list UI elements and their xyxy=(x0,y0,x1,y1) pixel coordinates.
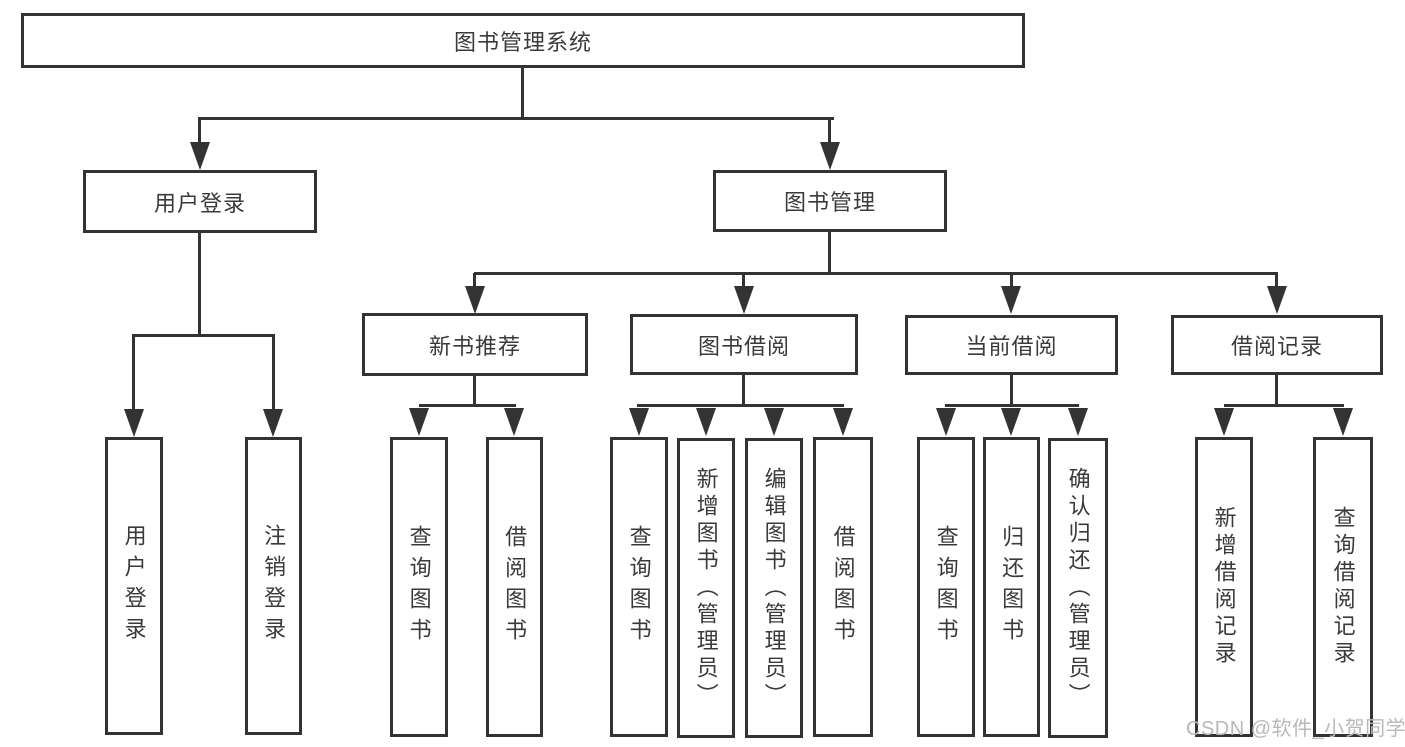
leaf-logout-label: 注销登录 xyxy=(261,524,287,648)
node-current-borrow: 当前借阅 xyxy=(905,315,1118,375)
leaf-borrow-books-recommend: 借阅图书 xyxy=(486,437,543,737)
connector-line xyxy=(474,272,1278,275)
connector-line xyxy=(1275,375,1278,406)
connector-line xyxy=(828,232,831,274)
connector-line xyxy=(945,404,1079,407)
connector-line xyxy=(1010,375,1013,406)
connector-arrow-icon xyxy=(820,142,840,170)
connector-line xyxy=(132,335,135,410)
connector-line xyxy=(828,118,831,143)
connector-line xyxy=(198,233,201,336)
node-new-book-recommend-label: 新书推荐 xyxy=(428,333,521,359)
connector-arrow-icon xyxy=(190,142,210,170)
node-library-system: 图书管理系统 xyxy=(21,13,1025,68)
node-book-management-label: 图书管理 xyxy=(783,190,876,215)
connector-arrow-icon xyxy=(409,408,429,436)
leaf-return-book: 归还图书 xyxy=(983,437,1040,737)
connector-arrow-icon xyxy=(504,408,524,436)
connector-arrow-icon xyxy=(936,408,956,436)
node-borrow-records-label: 借阅记录 xyxy=(1230,334,1323,359)
connector-line xyxy=(198,117,834,120)
connector-line xyxy=(198,118,201,143)
node-current-borrow-label: 当前借阅 xyxy=(965,334,1058,359)
connector-line xyxy=(742,375,745,406)
node-user-login-label: 用户登录 xyxy=(153,190,246,216)
node-library-system-label: 图书管理系统 xyxy=(453,29,592,55)
leaf-borrow-books-borrow-label: 借阅图书 xyxy=(830,525,856,649)
connector-line xyxy=(473,376,476,406)
leaf-add-borrow-record: 新增借阅记录 xyxy=(1195,437,1253,737)
connector-arrow-icon xyxy=(833,408,853,436)
leaf-query-books-recommend-label: 查询图书 xyxy=(406,525,432,649)
node-new-book-recommend: 新书推荐 xyxy=(362,313,588,376)
connector-line xyxy=(521,68,524,118)
connector-line xyxy=(419,404,516,407)
leaf-borrow-books-recommend-label: 借阅图书 xyxy=(502,525,528,649)
leaf-add-borrow-record-label: 新增借阅记录 xyxy=(1211,506,1237,668)
connector-arrow-icon xyxy=(1001,408,1021,436)
connector-arrow-icon xyxy=(1333,408,1353,436)
connector-line xyxy=(637,404,844,407)
leaf-query-books-recommend: 查询图书 xyxy=(390,437,448,737)
connector-line xyxy=(742,273,745,287)
connector-arrow-icon xyxy=(1001,286,1021,314)
leaf-query-books-borrow-label: 查询图书 xyxy=(626,525,652,649)
leaf-user-login-label: 用户登录 xyxy=(121,524,147,648)
connector-line xyxy=(1010,273,1013,287)
leaf-logout: 注销登录 xyxy=(245,437,302,735)
node-book-management: 图书管理 xyxy=(713,170,947,232)
node-book-borrow: 图书借阅 xyxy=(630,314,858,375)
connector-line xyxy=(1224,404,1344,407)
node-borrow-records: 借阅记录 xyxy=(1171,315,1383,375)
csdn-watermark: CSDN @软件_小贺同学 xyxy=(1186,718,1405,740)
leaf-borrow-books-borrow: 借阅图书 xyxy=(813,437,873,737)
connector-arrow-icon xyxy=(263,409,283,437)
leaf-confirm-return-admin-label: 确认归还（管理员） xyxy=(1065,466,1091,710)
connector-arrow-icon xyxy=(1267,286,1287,314)
node-book-borrow-label: 图书借阅 xyxy=(697,333,790,359)
connector-arrow-icon xyxy=(1214,408,1234,436)
connector-arrow-icon xyxy=(124,409,144,437)
connector-arrow-icon xyxy=(764,408,784,436)
leaf-query-books-current-label: 查询图书 xyxy=(933,525,959,649)
leaf-add-book-admin: 新增图书（管理员） xyxy=(677,438,735,738)
leaf-user-login: 用户登录 xyxy=(105,437,163,735)
leaf-query-books-borrow: 查询图书 xyxy=(610,437,668,737)
leaf-query-books-current: 查询图书 xyxy=(917,437,975,737)
leaf-query-borrow-record: 查询借阅记录 xyxy=(1313,437,1373,737)
connector-arrow-icon xyxy=(465,286,485,314)
connector-line xyxy=(272,335,275,410)
leaf-return-book-label: 归还图书 xyxy=(999,525,1025,649)
leaf-edit-book-admin: 编辑图书（管理员） xyxy=(745,438,803,738)
connector-arrow-icon xyxy=(734,286,754,314)
connector-arrow-icon xyxy=(629,408,649,436)
leaf-query-borrow-record-label: 查询借阅记录 xyxy=(1330,506,1356,668)
connector-line xyxy=(1275,273,1278,287)
leaf-add-book-admin-label: 新增图书（管理员） xyxy=(693,466,719,710)
connector-arrow-icon xyxy=(696,408,716,436)
connector-line xyxy=(473,273,476,287)
leaf-confirm-return-admin: 确认归还（管理员） xyxy=(1048,438,1108,738)
leaf-edit-book-admin-label: 编辑图书（管理员） xyxy=(761,466,787,710)
connector-arrow-icon xyxy=(1068,408,1088,436)
node-user-login: 用户登录 xyxy=(83,170,317,233)
connector-line xyxy=(132,334,275,337)
